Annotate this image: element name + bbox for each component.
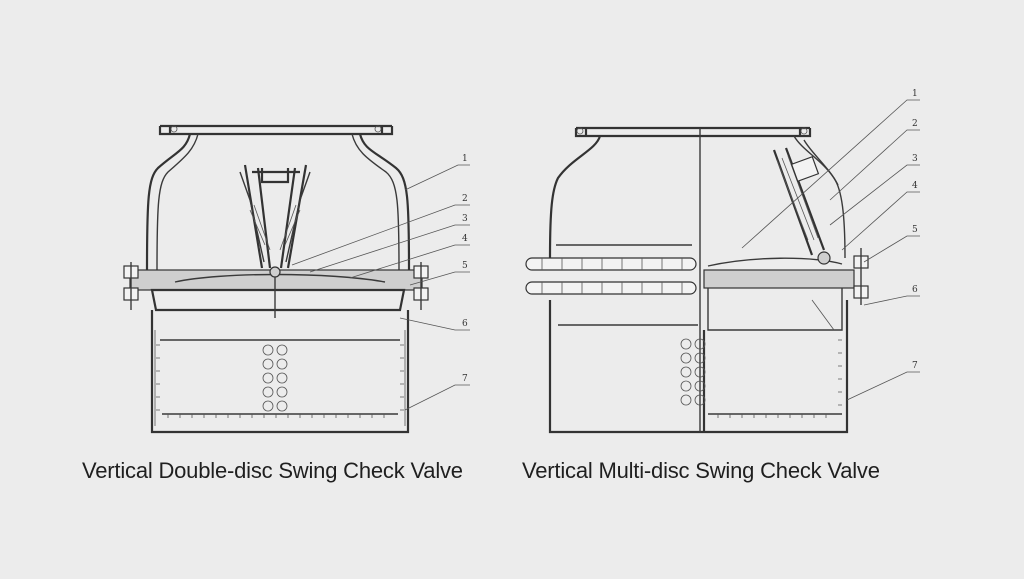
callout-4: 4 (462, 234, 468, 244)
swing-discs (772, 147, 831, 265)
callout-3: 3 (462, 214, 468, 224)
strainer-body (150, 310, 410, 434)
swing-discs (239, 164, 311, 318)
outer-body (548, 135, 849, 434)
double-disc-valve-svg: 1 2 3 4 5 6 7 (123, 124, 470, 434)
callout-2: 2 (462, 194, 468, 204)
callout-1: 1 (462, 154, 468, 164)
caption-multi-disc: Vertical Multi-disc Swing Check Valve (522, 458, 880, 483)
callout-5: 5 (462, 261, 468, 271)
callout-2: 2 (912, 119, 918, 129)
multi-disc-valve-drawing: 1 2 3 4 5 6 7 (512, 0, 1024, 574)
caption-double-disc: Vertical Double-disc Swing Check Valve (82, 458, 463, 483)
callout-3: 3 (912, 154, 918, 164)
callouts-left: 1 2 3 4 5 6 7 (291, 154, 470, 411)
top-flange (158, 124, 394, 136)
multi-disc-valve-svg: 1 2 3 4 5 6 7 (525, 89, 920, 434)
callouts-right: 1 2 3 4 5 6 7 (741, 89, 920, 401)
callout-4: 4 (912, 181, 918, 191)
callout-7: 7 (912, 361, 918, 371)
callout-7: 7 (462, 374, 468, 384)
strainer-holes (680, 338, 706, 406)
callout-1: 1 (912, 89, 918, 99)
callout-6: 6 (912, 285, 918, 295)
callout-5: 5 (912, 225, 918, 235)
callout-6: 6 (462, 319, 468, 329)
bonnet-body (145, 133, 411, 271)
double-disc-valve-drawing: 1 2 3 4 5 6 7 (0, 0, 512, 574)
strainer-holes (262, 344, 288, 412)
top-flange (574, 126, 812, 138)
